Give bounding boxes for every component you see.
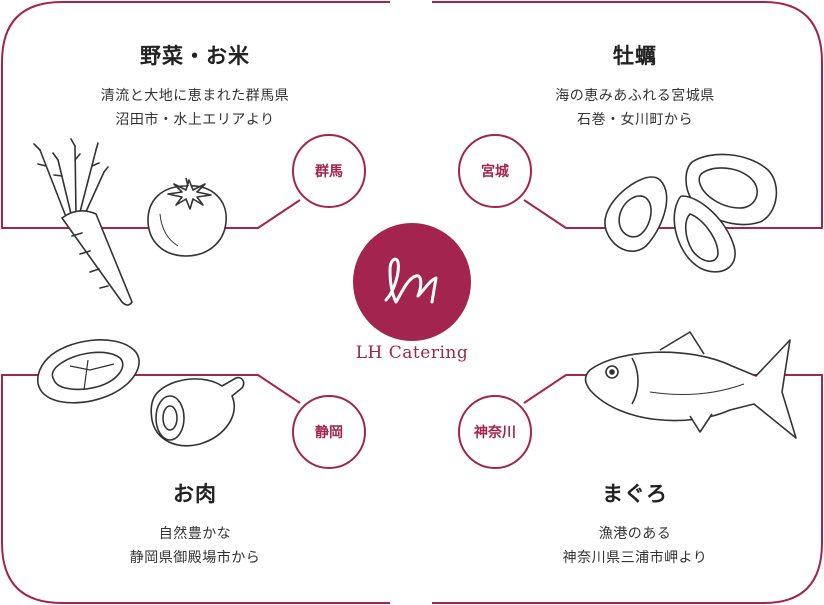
carrot-illustration (33, 138, 133, 306)
badge-shizuoka: 静岡 (292, 395, 366, 469)
brand-logo (353, 223, 471, 341)
badge-gunma: 群馬 (292, 134, 366, 208)
region-desc-line1: 漁港のある (598, 526, 672, 542)
steak-illustration (36, 339, 140, 404)
region-desc-line1: 海の恵みあふれる宮城県 (555, 88, 715, 104)
region-desc-line2: 沼田市・水上エリアより (115, 112, 275, 128)
region-desc-line2: 神奈川県三浦市岬より (562, 550, 708, 566)
region-miyagi-text: 牡蠣 海の恵みあふれる宮城県 石巻・女川町から (500, 40, 770, 132)
region-desc-line1: 自然豊かな (158, 526, 232, 542)
region-kanagawa-text: まぐろ 漁港のある 神奈川県三浦市岬より (500, 478, 770, 570)
frame-bottom-right (432, 374, 823, 604)
oyster-illustration (604, 153, 778, 273)
region-gunma-text: 野菜・お米 清流と大地に恵まれた群馬県 沼田市・水上エリアより (60, 40, 330, 132)
region-desc-line1: 清流と大地に恵まれた群馬県 (100, 88, 290, 104)
tomato-illustration (147, 177, 227, 257)
frame-bottom-left (1, 374, 390, 604)
region-desc-line2: 石巻・女川町から (577, 112, 693, 128)
brand-monogram-icon (384, 257, 438, 304)
badge-kanagawa: 神奈川 (458, 395, 532, 469)
region-desc-line2: 静岡県御殿場市から (129, 550, 261, 566)
tuna-illustration (584, 331, 797, 439)
region-title: まぐろ (602, 482, 668, 506)
region-title: 牡蠣 (613, 44, 657, 68)
badge-miyagi: 宮城 (458, 134, 532, 208)
frame-top-right (432, 1, 823, 229)
region-title: 野菜・お米 (140, 44, 250, 68)
ham-illustration (150, 376, 245, 447)
region-title: お肉 (173, 482, 217, 506)
brand-name: LH Catering (355, 343, 469, 363)
region-shizuoka-text: お肉 自然豊かな 静岡県御殿場市から (60, 478, 330, 570)
frame-top-left (1, 1, 390, 229)
